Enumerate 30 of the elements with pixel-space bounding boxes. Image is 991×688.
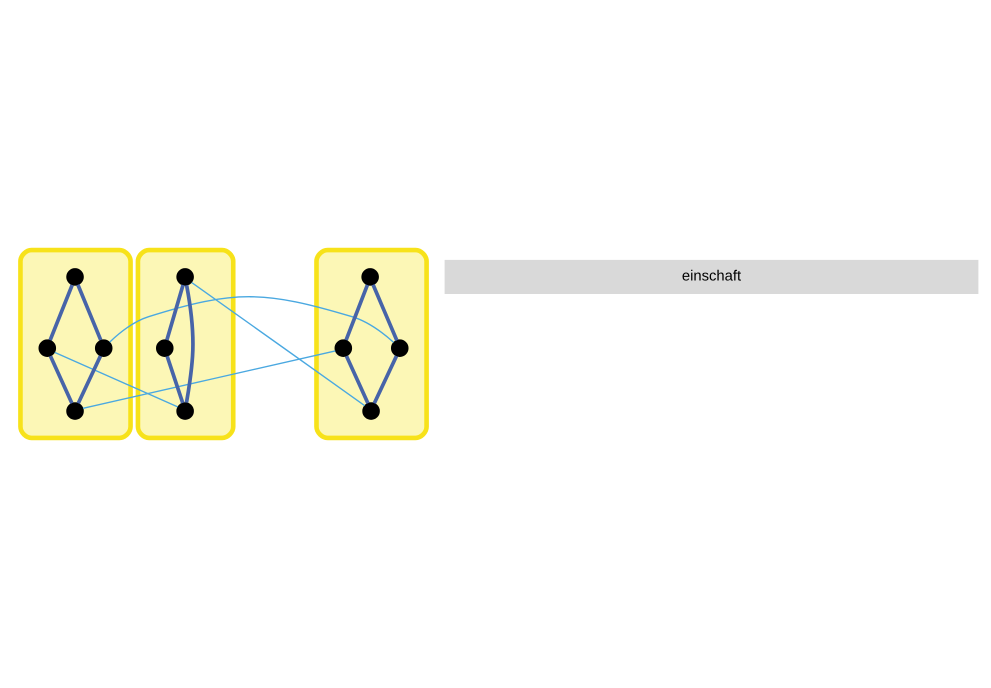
node-circle bbox=[38, 339, 56, 357]
connector bbox=[372, 355, 398, 404]
cluster bbox=[18, 248, 133, 440]
node-circle bbox=[390, 339, 409, 357]
connector bbox=[165, 356, 184, 404]
connector bbox=[371, 284, 399, 342]
node-circle bbox=[176, 402, 194, 420]
node-circle bbox=[66, 268, 84, 286]
node-circle bbox=[176, 268, 194, 286]
node-circle bbox=[66, 402, 84, 420]
node-circle bbox=[361, 268, 379, 286]
connector bbox=[344, 355, 370, 404]
connector bbox=[48, 355, 74, 404]
connector bbox=[76, 355, 102, 404]
cluster bbox=[136, 248, 236, 440]
node-circle bbox=[362, 402, 380, 420]
connector bbox=[48, 284, 74, 341]
connector bbox=[344, 284, 370, 341]
connector bbox=[76, 284, 102, 341]
connector bbox=[54, 352, 178, 408]
connector bbox=[165, 284, 185, 341]
label: einschaft bbox=[682, 268, 742, 284]
cluster bbox=[314, 248, 429, 440]
connector bbox=[82, 350, 336, 409]
connector bbox=[109, 296, 394, 343]
node-circle bbox=[156, 339, 174, 357]
node-circle bbox=[94, 339, 112, 357]
node-circle bbox=[334, 339, 352, 357]
connector bbox=[184, 284, 195, 403]
connector bbox=[191, 282, 366, 406]
